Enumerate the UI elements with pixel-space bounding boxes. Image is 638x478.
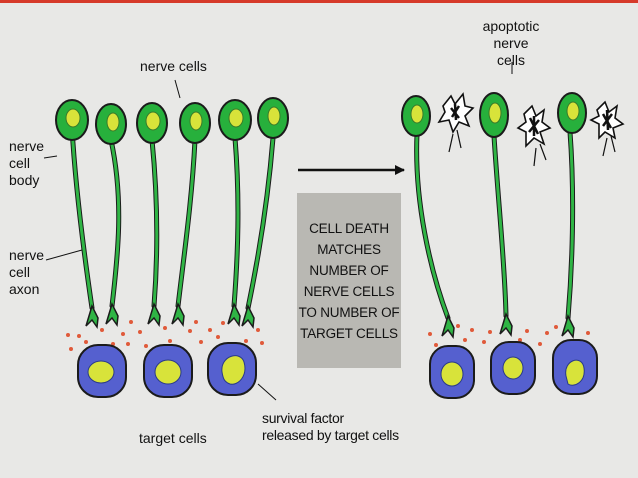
right-nerve-cells — [401, 92, 587, 340]
label-survival-factor: survival factor released by target cells — [262, 410, 399, 444]
right-target-cells — [429, 339, 598, 399]
label-apoptotic-line1: apoptotic — [482, 18, 540, 34]
label-nerve-cell-axon-line2: cell — [9, 264, 31, 280]
label-target-cells: target cells — [139, 430, 207, 446]
label-nerve-cell-axon-line1: nerve — [9, 247, 45, 263]
caption-line2: MATCHES — [317, 241, 381, 257]
apoptotic-cell — [589, 100, 625, 157]
caption-line1: CELL DEATH — [309, 220, 389, 236]
label-apoptotic-line2: nerve cells — [493, 35, 529, 68]
left-target-cells — [77, 342, 257, 398]
caption-line5: TO NUMBER OF — [298, 304, 400, 320]
apoptotic-cells — [437, 92, 625, 167]
label-nerve-cell-axon: nerve cell axon — [9, 247, 44, 298]
caption-line3: NUMBER OF — [309, 262, 389, 278]
top-accent-bar — [0, 0, 638, 3]
label-nerve-cell-axon-line3: axon — [9, 281, 40, 297]
label-nerve-cell-body-line1: nerve — [9, 138, 45, 154]
label-nerve-cell-body: nerve cell body — [9, 138, 44, 189]
survival-factor-dots-left — [66, 320, 264, 351]
label-nerve-cell-body-line3: body — [9, 172, 40, 188]
left-nerve-cells — [55, 97, 289, 330]
label-survival-factor-line1: survival factor — [262, 410, 344, 426]
label-nerve-cell-body-line2: cell — [9, 155, 31, 171]
label-nerve-cells: nerve cells — [140, 58, 207, 74]
apoptotic-cell — [516, 104, 552, 167]
caption-line6: TARGET CELLS — [300, 325, 398, 341]
cell-death-caption-box: CELL DEATH MATCHES NUMBER OF NERVE CELLS… — [297, 193, 401, 368]
apoptotic-cell — [437, 92, 475, 153]
caption-line4: NERVE CELLS — [303, 283, 395, 299]
label-survival-factor-line2: released by target cells — [262, 427, 399, 443]
left-pointer-lines — [43, 79, 277, 401]
label-apoptotic-nerve-cells: apoptotic nerve cells — [480, 18, 542, 69]
